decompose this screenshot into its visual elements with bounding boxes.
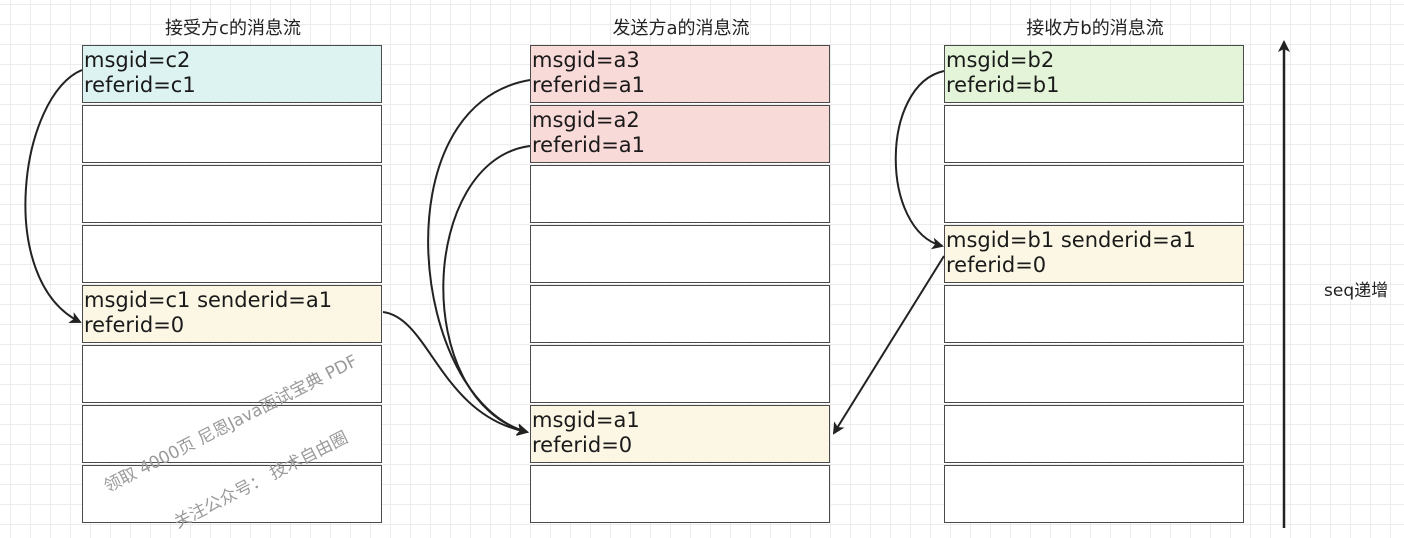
referid-text: referid=c1 <box>84 73 196 97</box>
empty-cell <box>530 225 830 283</box>
referid-text: referid=a1 <box>532 73 646 97</box>
msgid-text: msgid=a2 <box>532 108 640 132</box>
arrow-a2-to-a1 <box>442 145 531 436</box>
msgid-text: msgid=c1 senderid=a1 <box>84 288 333 312</box>
referid-text: referid=a1 <box>532 133 646 157</box>
empty-cell <box>82 225 382 283</box>
arrow-c2-to-c1 <box>24 69 83 323</box>
arrow-b2-to-b1 <box>894 70 945 250</box>
message-cell-a2: msgid=a2 referid=a1 <box>530 105 830 163</box>
msgid-text: msgid=a1 <box>532 408 640 432</box>
empty-cell <box>530 465 830 523</box>
arrow-a3-to-a1 <box>427 79 531 436</box>
empty-cell <box>82 345 382 403</box>
message-cell-a1: msgid=a1 referid=0 <box>530 405 830 463</box>
referid-text: referid=b1 <box>946 73 1060 97</box>
msgid-text: msgid=a3 <box>532 48 640 72</box>
column-title-receiver-b: 接收方b的消息流 <box>1026 18 1164 39</box>
message-cell-b1: msgid=b1 senderid=a1 referid=0 <box>944 225 1244 283</box>
column-title-receiver-c: 接受方c的消息流 <box>165 18 301 39</box>
empty-cell <box>82 165 382 223</box>
empty-cell <box>82 105 382 163</box>
message-cell-c2: msgid=c2 referid=c1 <box>82 45 382 103</box>
message-cell-b2: msgid=b2 referid=b1 <box>944 45 1244 103</box>
arrow-c1-to-a1 <box>382 311 529 436</box>
empty-cell <box>944 405 1244 463</box>
empty-cell <box>944 345 1244 403</box>
empty-cell <box>530 345 830 403</box>
empty-cell <box>82 465 382 523</box>
empty-cell <box>944 465 1244 523</box>
empty-cell <box>944 105 1244 163</box>
referid-text: referid=0 <box>532 433 633 457</box>
msgid-text: msgid=b2 <box>946 48 1055 72</box>
empty-cell <box>82 405 382 463</box>
arrow-b1-to-a1 <box>832 255 945 435</box>
empty-cell <box>944 165 1244 223</box>
message-cell-c1: msgid=c1 senderid=a1 referid=0 <box>82 285 382 343</box>
seq-increasing-label: seq递增 <box>1324 281 1389 301</box>
column-title-sender-a: 发送方a的消息流 <box>612 18 750 39</box>
msgid-text: msgid=b1 senderid=a1 <box>946 228 1196 252</box>
msgid-text: msgid=c2 <box>84 48 191 72</box>
referid-text: referid=0 <box>946 253 1047 277</box>
referid-text: referid=0 <box>84 313 185 337</box>
message-cell-a3: msgid=a3 referid=a1 <box>530 45 830 103</box>
empty-cell <box>530 165 830 223</box>
empty-cell <box>530 285 830 343</box>
empty-cell <box>944 285 1244 343</box>
